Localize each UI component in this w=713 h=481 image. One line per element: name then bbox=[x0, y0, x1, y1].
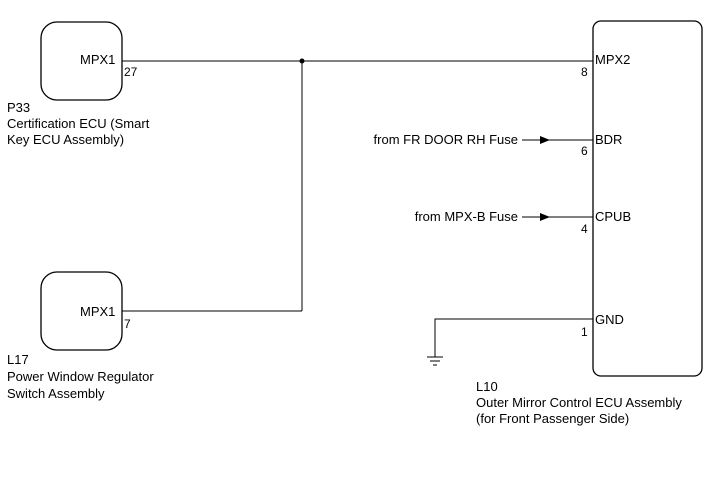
l10-name-line2: (for Front Passenger Side) bbox=[476, 411, 629, 426]
l10-connector-box bbox=[592, 20, 703, 377]
p33-certification-ecu: MPX1 27 P33 Certification ECU (Smart Key… bbox=[7, 21, 150, 147]
p33-pin-27: 27 bbox=[124, 65, 138, 79]
p33-name-line1: Certification ECU (Smart bbox=[7, 116, 150, 131]
l10-terminal-mpx2: MPX2 bbox=[595, 52, 630, 67]
l10-terminal-bdr: BDR bbox=[595, 132, 622, 147]
l10-pin-6: 6 bbox=[581, 144, 588, 158]
p33-name-line2: Key ECU Assembly) bbox=[7, 132, 124, 147]
l17-code: L17 bbox=[7, 352, 29, 367]
l10-pin-1: 1 bbox=[581, 325, 588, 339]
arrow-cpub-feed bbox=[540, 213, 550, 221]
fr-door-rh-fuse-label: from FR DOOR RH Fuse bbox=[374, 132, 518, 147]
l10-code: L10 bbox=[476, 379, 498, 394]
l10-terminal-gnd: GND bbox=[595, 312, 624, 327]
wire-gnd bbox=[434, 318, 593, 357]
l17-power-window-switch: MPX1 7 L17 Power Window Regulator Switch… bbox=[7, 271, 154, 401]
arrow-bdr-feed bbox=[540, 136, 550, 144]
l17-name-line2: Switch Assembly bbox=[7, 386, 105, 401]
l10-outer-mirror-ecu: MPX2 8 BDR 6 CPUB 4 GND 1 L10 Outer Mirr… bbox=[476, 20, 703, 426]
ground-circuit bbox=[427, 318, 593, 366]
l10-name-line1: Outer Mirror Control ECU Assembly bbox=[476, 395, 682, 410]
l17-name-line1: Power Window Regulator bbox=[7, 369, 154, 384]
power-feeds: from FR DOOR RH Fuse from MPX-B Fuse bbox=[374, 132, 593, 224]
mpx-bus-wires bbox=[122, 58, 593, 312]
ground-icon bbox=[427, 356, 443, 366]
junction-dot bbox=[299, 58, 305, 64]
l17-pin-7: 7 bbox=[124, 317, 131, 331]
l17-terminal-mpx1: MPX1 bbox=[80, 304, 115, 319]
p33-terminal-mpx1: MPX1 bbox=[80, 52, 115, 67]
p33-code: P33 bbox=[7, 100, 30, 115]
l10-pin-8: 8 bbox=[581, 65, 588, 79]
mpx-b-fuse-label: from MPX-B Fuse bbox=[415, 209, 518, 224]
l10-pin-4: 4 bbox=[581, 222, 588, 236]
l10-terminal-cpub: CPUB bbox=[595, 209, 631, 224]
